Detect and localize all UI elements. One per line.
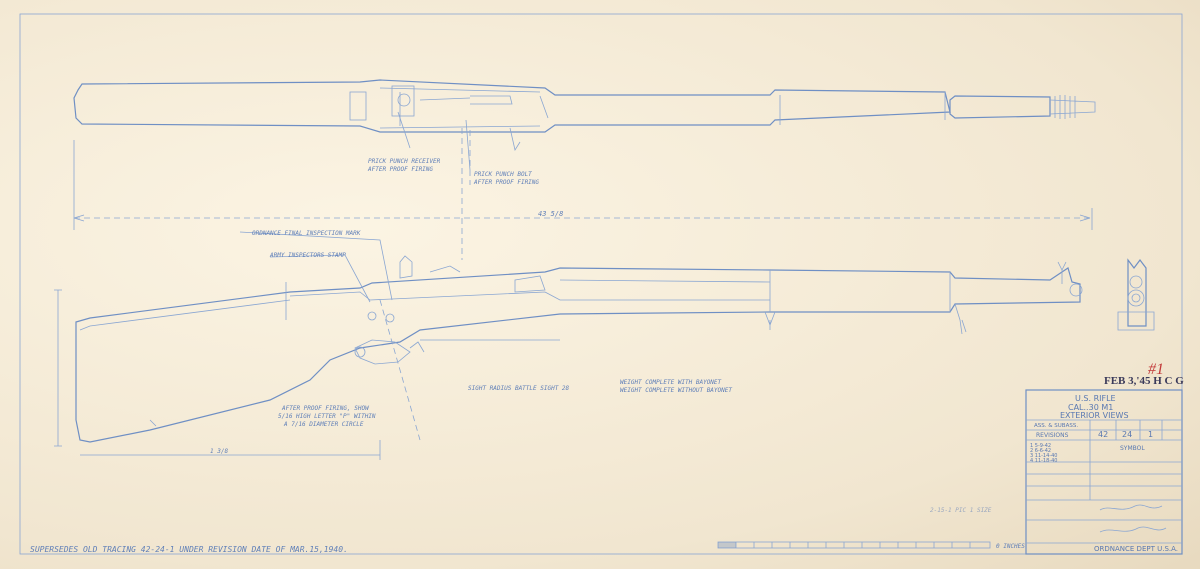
label-weight-2: WEIGHT COMPLETE WITHOUT BAYONET — [620, 387, 732, 394]
rifle-top-view — [73, 79, 1096, 152]
label-prick-receiver-1: PRICK PUNCH RECEIVER — [368, 158, 441, 165]
label-prick-bolt-1: PRICK PUNCH BOLT — [474, 171, 532, 178]
label-proof-firing-2: 5/16 HIGH LETTER "P" WITHIN — [278, 413, 376, 420]
revision-entry-2: 2 6-6-42 — [1030, 448, 1051, 454]
symbol-label: SYMBOL — [1120, 445, 1145, 452]
label-pencil-note: 2-15-1 PIC 1 SIZE — [930, 507, 992, 514]
leader-lines — [239, 111, 471, 303]
label-proof-firing-3: A 7/16 DIAMETER CIRCLE — [283, 421, 364, 428]
label-army-stamp: ARMY INSPECTORS STAMP — [269, 252, 346, 259]
revision-entry-4: 4 11-18-40 — [1030, 458, 1057, 464]
assembly-label: ASS. & SUBASS. — [1034, 423, 1078, 429]
label-sight-radius: SIGHT RADIUS BATTLE SIGHT 28 — [468, 385, 570, 392]
label-dim-short: 1 3/8 — [210, 448, 228, 455]
title-block: U.S. RIFLE CAL..30 M1 EXTERIOR VIEWS ASS… — [1025, 389, 1183, 555]
label-proof-firing-1: AFTER PROOF FIRING, SHOW — [281, 405, 370, 412]
title-line-1: U.S. RIFLE — [1075, 394, 1116, 403]
title-block-footer: ORDNANCE DEPT U.S.A. — [1094, 545, 1178, 553]
title-line-2: CAL..30 M1 — [1068, 403, 1113, 412]
title-line-3: EXTERIOR VIEWS — [1060, 411, 1129, 420]
annotations: PRICK PUNCH RECEIVER AFTER PROOF FIRING … — [30, 158, 992, 554]
sheet-number: 1 — [1148, 430, 1153, 439]
label-ordnance-mark: ORDNANCE FINAL INSPECTION MARK — [252, 230, 361, 237]
drawing-number: 24 — [1122, 430, 1132, 439]
label-dim-overall: 43 5/8 — [538, 210, 563, 218]
scale-label: 0 INCHES — [996, 543, 1025, 550]
revisions-label: REVISIONS — [1036, 432, 1069, 439]
front-sight-end-view — [1117, 258, 1155, 331]
drawing-border — [19, 13, 1183, 555]
label-prick-bolt-2: AFTER PROOF FIRING — [473, 179, 539, 186]
revision-entry-3: 3 11-14-40 — [1030, 453, 1057, 459]
red-mark: #1 — [1148, 361, 1164, 378]
label-prick-receiver-2: AFTER PROOF FIRING — [367, 166, 433, 173]
class-number: 42 — [1098, 430, 1108, 439]
scale-bar: 0 INCHES — [717, 541, 1025, 550]
dimension-lines — [54, 128, 1093, 460]
label-weight-1: WEIGHT COMPLETE WITH BAYONET — [620, 379, 722, 386]
revision-entry-1: 1 5-9-42 — [1030, 443, 1051, 449]
date-stamp: FEB 3,'45 H C G — [1104, 375, 1184, 387]
rifle-side-view — [75, 255, 1083, 443]
label-supersedes: SUPERSEDES OLD TRACING 42-24-1 UNDER REV… — [30, 545, 348, 554]
